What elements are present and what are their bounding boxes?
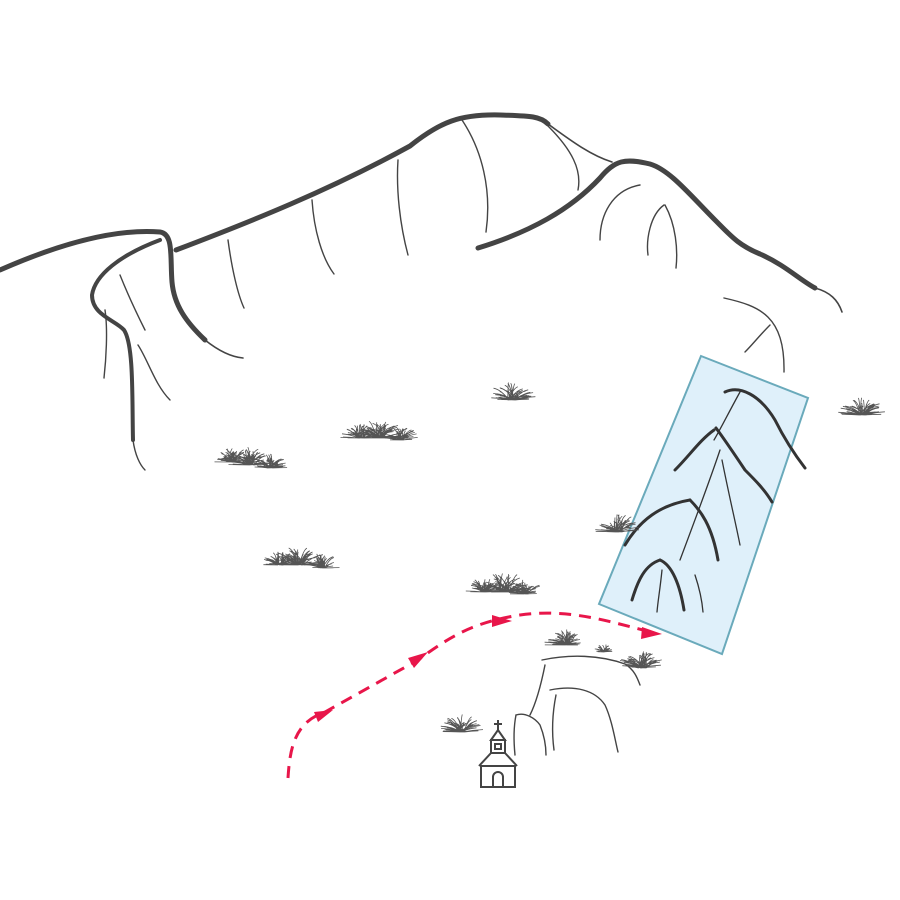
bush-icon: [491, 382, 536, 401]
bush-icon: [465, 579, 501, 593]
bush-icon: [254, 453, 288, 469]
bush-icon: [263, 551, 297, 566]
route-arrow: [314, 710, 333, 722]
bush-icon: [544, 629, 581, 646]
ridge-left-main: [0, 228, 208, 343]
bush-icon: [214, 448, 251, 463]
route-arrow: [408, 652, 428, 668]
bush-icon: [508, 579, 540, 595]
highlighted-rock-face[interactable]: [597, 354, 810, 656]
bush-icon: [838, 397, 885, 416]
bush-icon: [440, 714, 484, 733]
ridge-main: [173, 112, 551, 253]
ridge-left-lower: [204, 339, 244, 359]
spur-left: [89, 238, 162, 442]
dashed-arrow-route[interactable]: [286, 611, 662, 779]
mountain-ridges: [0, 112, 843, 756]
bush-icon: [619, 651, 662, 669]
ridge-main-right: [547, 123, 613, 163]
bush-icon: [595, 514, 640, 533]
chapel-icon[interactable]: [478, 720, 518, 788]
bush-icon: [306, 553, 340, 569]
ridge-right: [475, 158, 818, 291]
bush-clusters: [214, 382, 885, 733]
bush-icon: [357, 420, 406, 439]
bush-icon: [340, 423, 377, 439]
bush-icon: [594, 644, 613, 653]
ridge-right-end: [814, 287, 843, 313]
bush-icon: [382, 426, 418, 441]
route-arrow: [492, 615, 512, 627]
route-arrow: [641, 627, 662, 639]
